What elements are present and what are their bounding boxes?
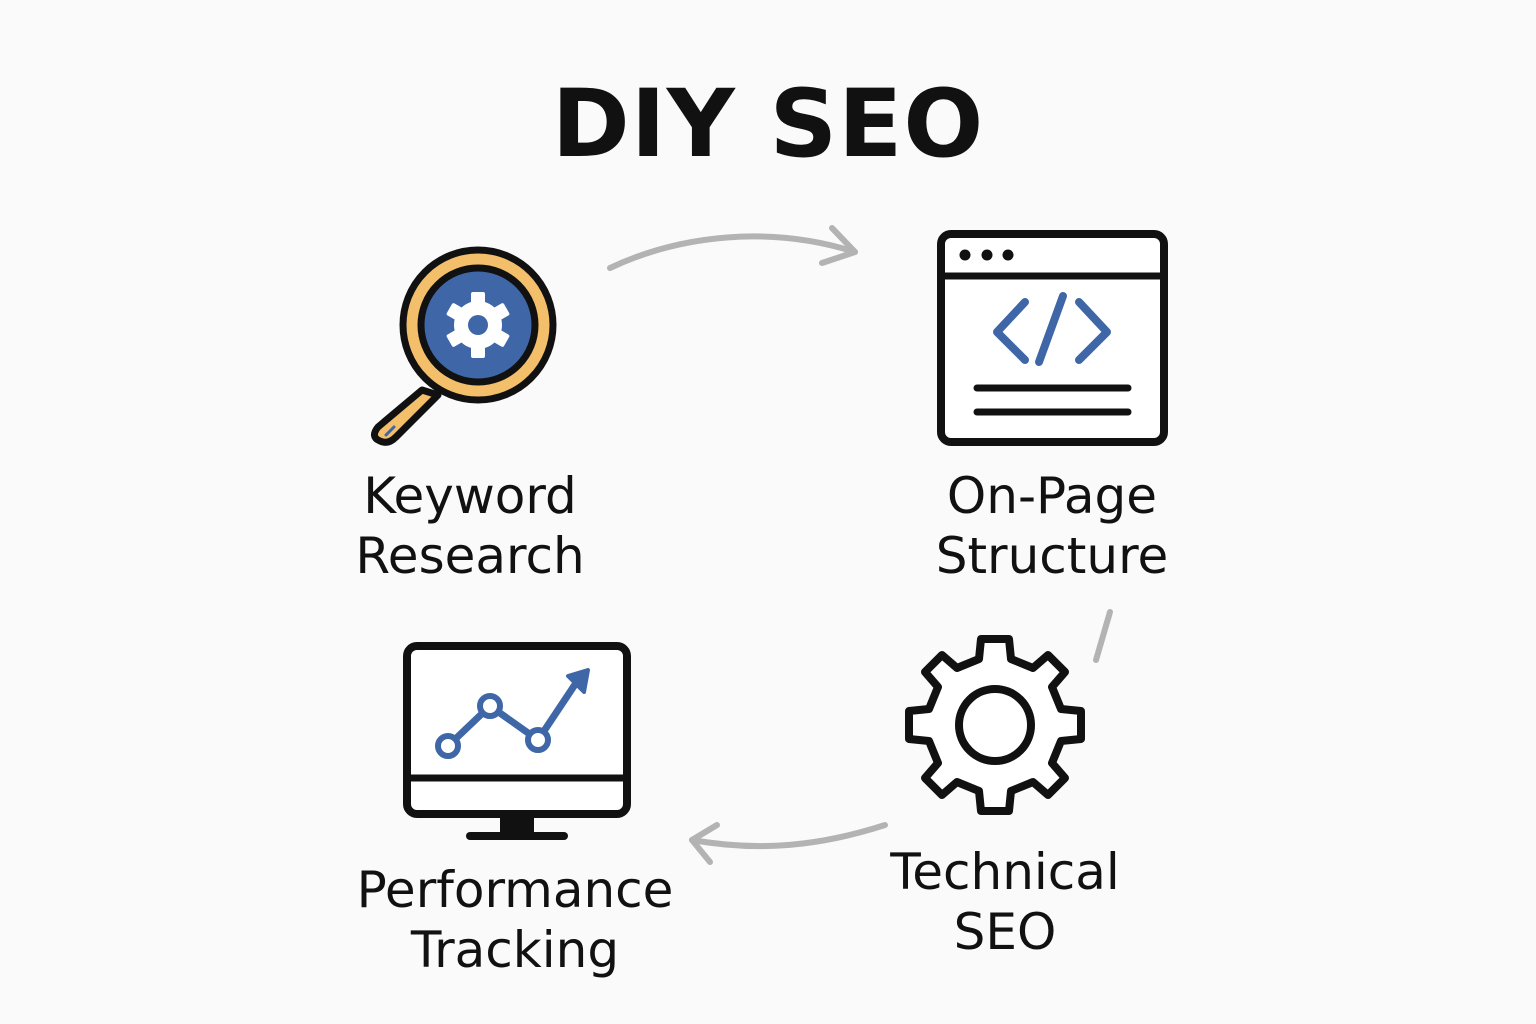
label-line2: Tracking [410,921,620,979]
arrow-technical-to-performance [689,822,888,850]
browser-code-icon [937,230,1168,446]
label-onpage-structure: On-Page Structure [902,466,1202,586]
diagram-title: DIY SEO [551,70,985,179]
label-line1: Keyword [363,467,577,525]
connector-onpage-to-technical [1093,609,1113,663]
label-technical-seo: Technical SEO [855,842,1155,962]
label-line2: Structure [935,527,1169,585]
arrow-head-onpage-icon [819,225,858,266]
label-performance-tracking: Performance Tracking [330,860,700,980]
gear-icon [905,635,1085,815]
magnifier-gear-icon [371,246,557,446]
arrow-head-performance-icon [689,822,720,865]
label-line2: Research [355,527,585,585]
label-line1: Performance [356,861,674,919]
arrow-keyword-to-onpage [607,233,858,271]
label-line1: On-Page [946,467,1158,525]
monitor-chart-icon [403,642,631,840]
label-line1: Technical [890,843,1120,901]
label-keyword-research: Keyword Research [320,466,620,586]
label-line2: SEO [953,903,1057,961]
